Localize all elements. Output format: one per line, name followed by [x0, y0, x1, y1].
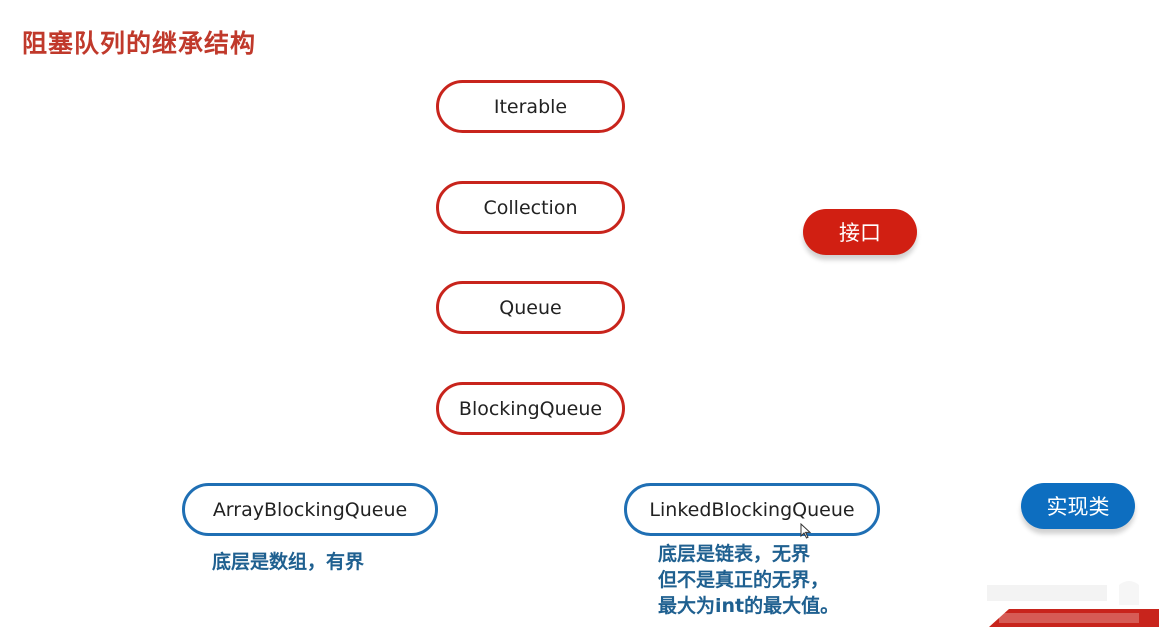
node-blockingqueue: BlockingQueue	[436, 382, 625, 435]
note-line: 但不是真正的无界，	[658, 569, 830, 591]
node-queue: Queue	[436, 281, 625, 334]
legend-interface-pill: 接口	[803, 209, 917, 255]
note-line: 底层是链表，无界	[658, 543, 811, 565]
note-line: 底层是数组，有界	[212, 551, 365, 573]
mouse-cursor-icon	[800, 523, 812, 539]
note-arrayblockingqueue: 底层是数组，有界	[212, 549, 364, 575]
watermark-logo-icon	[987, 581, 1159, 627]
node-linkedblockingqueue: LinkedBlockingQueue	[624, 483, 880, 536]
legend-impl-pill: 实现类	[1021, 483, 1135, 529]
note-line: 最大为int的最大值。	[658, 595, 840, 617]
node-collection: Collection	[436, 181, 625, 234]
page-title: 阻塞队列的继承结构	[22, 29, 257, 58]
note-linkedblockingqueue: 底层是链表，无界 但不是真正的无界， 最大为int的最大值。	[658, 541, 839, 619]
node-iterable: Iterable	[436, 80, 625, 133]
node-arrayblockingqueue: ArrayBlockingQueue	[182, 483, 438, 536]
